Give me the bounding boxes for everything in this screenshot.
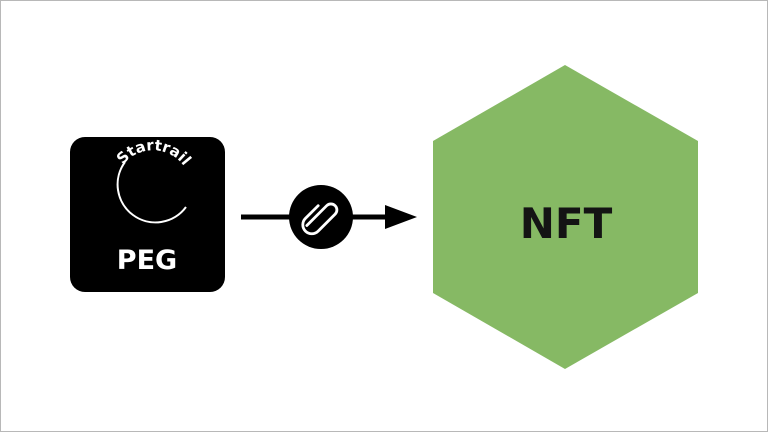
paperclip-badge [289, 185, 353, 249]
paperclip-icon [301, 202, 339, 236]
startrail-logo-ring [116, 161, 187, 224]
nft-hexagon [433, 65, 698, 369]
connector-arrow [241, 185, 417, 249]
arrow-head-icon [385, 205, 417, 229]
nft-node: NFT [433, 65, 698, 369]
peg-tile: Startrail PEG [70, 136, 225, 292]
nft-label: NFT [520, 199, 613, 248]
peg-label: PEG [117, 245, 177, 276]
peg-tile-background [70, 137, 225, 292]
